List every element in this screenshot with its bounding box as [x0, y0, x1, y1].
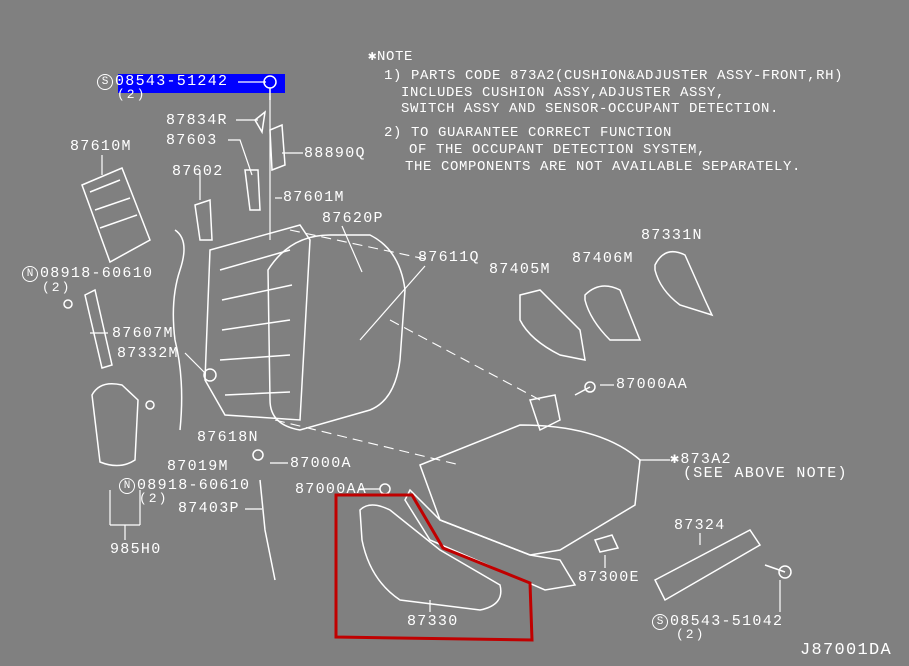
seat-back-pad [267, 234, 406, 431]
part-label-87601M[interactable]: 87601M [283, 189, 345, 206]
part-label-87331N[interactable]: 87331N [641, 227, 703, 244]
part-label-985H0[interactable]: 985H0 [110, 541, 162, 558]
part-label-87332M[interactable]: 87332M [117, 345, 179, 362]
n-circle-icon: N [119, 478, 135, 494]
part-label-87610M[interactable]: 87610M [70, 138, 132, 155]
part-label-87834R[interactable]: 87834R [166, 112, 228, 129]
part-qty: (2) [139, 491, 169, 506]
s-circle-icon: S [97, 74, 113, 90]
part-qty: (2) [676, 627, 706, 642]
part-label-87000A[interactable]: 87000A [290, 455, 352, 472]
side-airbag-module [91, 383, 139, 467]
part-qty: (2) [42, 280, 72, 295]
part-label-87620P[interactable]: 87620P [322, 210, 384, 227]
s-circle-icon: S [652, 614, 668, 630]
n-circle-icon: N [22, 266, 38, 282]
fasteners [63, 75, 792, 581]
note-line-1: 1) PARTS CODE 873A2(CUSHION&ADJUSTER ASS… [384, 68, 844, 84]
trim-cover-87331N [654, 250, 714, 317]
part-code: 08918-60610 [40, 265, 154, 282]
part-label-87607M[interactable]: 87607M [112, 325, 174, 342]
part-label-87403P[interactable]: 87403P [178, 500, 240, 517]
part-label-87000AA-upper[interactable]: 87000AA [616, 376, 689, 393]
part-code: 08543-51242 [115, 73, 229, 90]
part-label-87000AA-lower[interactable]: 87000AA [295, 481, 368, 498]
seat-adjuster [404, 488, 577, 591]
part-qty: (2) [117, 87, 147, 102]
seat-heater-pad [81, 167, 151, 264]
part-code: 08918-60610 [137, 477, 251, 494]
guide-lines [274, 229, 541, 466]
part-label-87611Q[interactable]: 87611Q [418, 249, 480, 266]
note-title: ✱NOTE [368, 48, 413, 66]
trim-cover-87406M [584, 285, 642, 341]
leader-lines [90, 81, 781, 612]
side-cover-87324 [654, 529, 762, 602]
part-label-87324[interactable]: 87324 [674, 517, 726, 534]
seat-back-frame [204, 224, 311, 421]
part-label-87405M[interactable]: 87405M [489, 261, 551, 278]
note-line-6: THE COMPONENTS ARE NOT AVAILABLE SEPARAT… [405, 159, 802, 175]
part-label-87603[interactable]: 87603 [166, 132, 218, 149]
selection-outline-87330 [334, 493, 534, 642]
part-label-873A2[interactable]: ✱873A2 [670, 451, 732, 468]
bracket [84, 288, 113, 369]
part-label-87406M[interactable]: 87406M [572, 250, 634, 267]
part-label-873A2-note: (SEE ABOVE NOTE) [683, 465, 848, 482]
note-marker: ✱ [368, 49, 378, 65]
part-label-87019M[interactable]: 87019M [167, 458, 229, 475]
highlighted-part-screw[interactable] [118, 74, 285, 93]
part-label-87602[interactable]: 87602 [172, 163, 224, 180]
part-label-87300E[interactable]: 87300E [578, 569, 640, 586]
part-label-87330[interactable]: 87330 [407, 613, 459, 630]
note-line-5: OF THE OCCUPANT DETECTION SYSTEM, [409, 142, 707, 158]
part-label-87618N[interactable]: 87618N [197, 429, 259, 446]
side-cover-87330 [359, 504, 502, 611]
part-code: 08543-51042 [670, 613, 784, 630]
wire-harness [172, 229, 185, 431]
seat-cushion-assy [419, 424, 641, 556]
note-line-4: 2) TO GUARANTEE CORRECT FUNCTION [384, 125, 673, 141]
trim-cover-87405M [519, 289, 586, 361]
diagram-id: J87001DA [800, 641, 893, 660]
part-label-88890Q[interactable]: 88890Q [304, 145, 366, 162]
note-title-text: NOTE [377, 49, 414, 65]
note-line-2: INCLUDES CUSHION ASSY,ADJUSTER ASSY, [401, 85, 726, 101]
note-line-3: SWITCH ASSY AND SENSOR-OCCUPANT DETECTIO… [401, 101, 780, 117]
